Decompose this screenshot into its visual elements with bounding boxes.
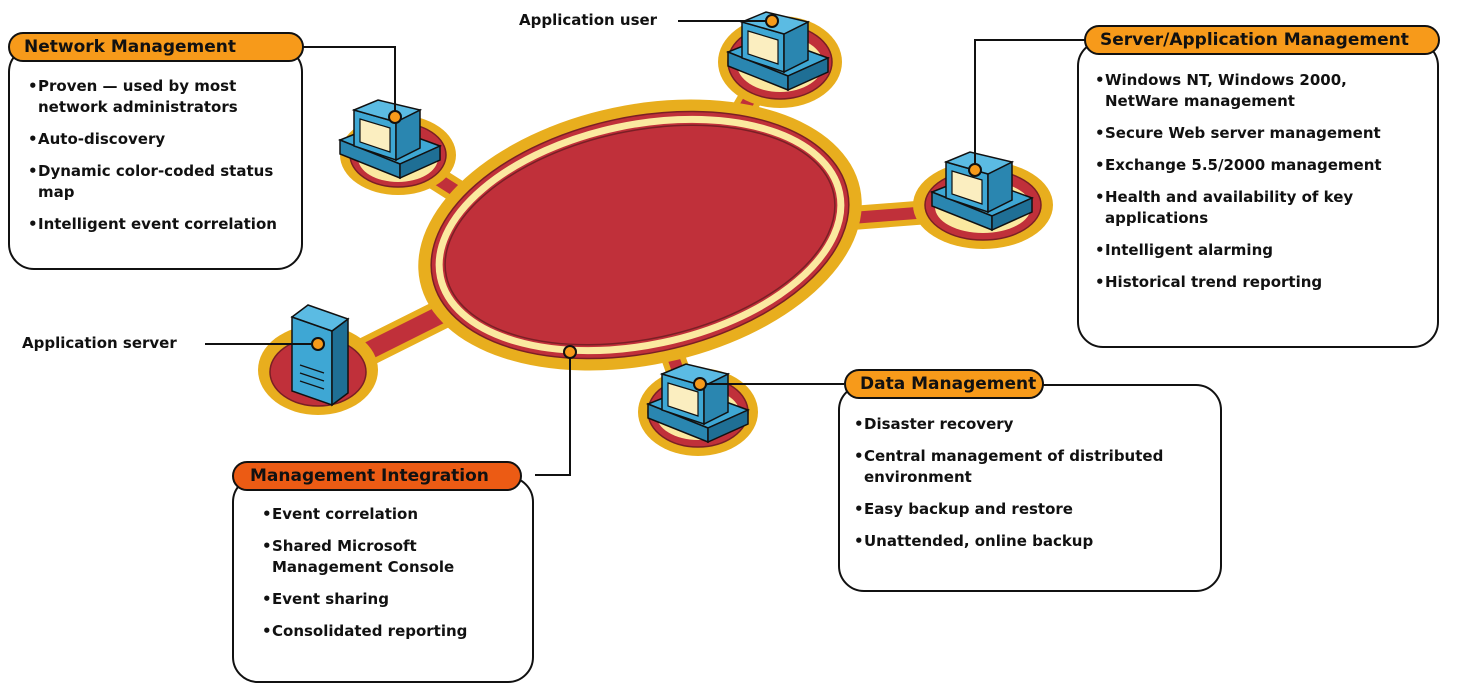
connection-dot-icon (311, 337, 325, 351)
connection-dot-icon (968, 163, 982, 177)
list-item: Central management of distributed enviro… (854, 446, 1204, 488)
list-item: Disaster recovery (854, 414, 1204, 435)
server-tower-app-server[interactable] (290, 304, 350, 407)
server-application-management-title: Server/Application Management (1084, 25, 1440, 55)
management-integration-list: Event correlation Shared Microsoft Manag… (262, 504, 522, 653)
connection-dot-icon (765, 14, 779, 28)
connection-dot-icon (693, 377, 707, 391)
desktop-computer-icon (725, 11, 830, 92)
central-network (418, 99, 862, 371)
desktop-computer-icon (645, 363, 750, 444)
network-management-list: Proven — used by most network administra… (28, 76, 293, 246)
list-item: Exchange 5.5/2000 management (1095, 155, 1425, 176)
server-application-management-panel: Windows NT, Windows 2000, NetWare manage… (1077, 40, 1439, 348)
connection-dot-icon (388, 110, 402, 124)
list-item: Event correlation (262, 504, 522, 525)
list-item: Shared Microsoft Management Console (262, 536, 522, 578)
connection-dot-icon (563, 345, 577, 359)
list-item: Windows NT, Windows 2000, NetWare manage… (1095, 70, 1425, 112)
list-item: Intelligent event correlation (28, 214, 293, 235)
computer-network-mgmt[interactable] (337, 99, 442, 180)
list-item: Health and availability of key applicati… (1095, 187, 1425, 229)
list-item: Auto-discovery (28, 129, 293, 150)
computer-server-mgmt[interactable] (929, 151, 1034, 232)
management-integration-title: Management Integration (232, 461, 522, 491)
management-integration-panel: Event correlation Shared Microsoft Manag… (232, 476, 534, 683)
list-item: Consolidated reporting (262, 621, 522, 642)
computer-app-user[interactable] (725, 11, 830, 92)
list-item: Dynamic color-coded status map (28, 161, 293, 203)
list-item: Easy backup and restore (854, 499, 1204, 520)
network-management-title: Network Management (8, 32, 304, 62)
list-item: Secure Web server management (1095, 123, 1425, 144)
line-mgmt-integration (535, 352, 571, 476)
line-server-mgmt (974, 39, 1085, 170)
application-user-label: Application user (519, 11, 658, 29)
list-item: Intelligent alarming (1095, 240, 1425, 261)
data-management-list: Disaster recovery Central management of … (854, 414, 1204, 563)
server-application-management-list: Windows NT, Windows 2000, NetWare manage… (1095, 70, 1425, 304)
application-server-label: Application server (22, 334, 177, 352)
desktop-computer-icon (337, 99, 442, 180)
list-item: Unattended, online backup (854, 531, 1204, 552)
server-tower-icon (290, 304, 350, 407)
data-management-title: Data Management (844, 369, 1044, 399)
data-management-panel: Disaster recovery Central management of … (838, 384, 1222, 592)
list-item: Proven — used by most network administra… (28, 76, 293, 118)
list-item: Event sharing (262, 589, 522, 610)
connection-dots (311, 14, 982, 391)
network-management-panel: Proven — used by most network administra… (8, 46, 303, 270)
computer-data-mgmt[interactable] (645, 363, 750, 444)
callout-lines (205, 20, 1085, 476)
list-item: Historical trend reporting (1095, 272, 1425, 293)
desktop-computer-icon (929, 151, 1034, 232)
line-network-mgmt (302, 46, 396, 117)
